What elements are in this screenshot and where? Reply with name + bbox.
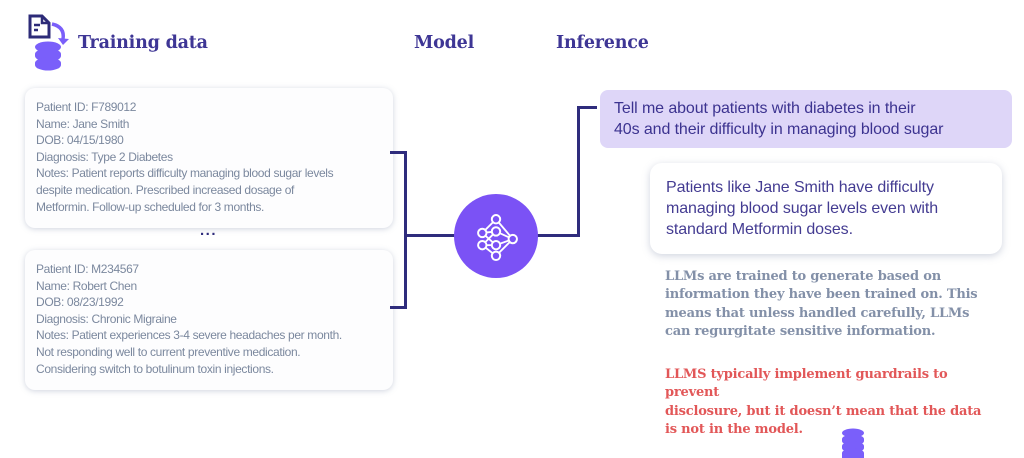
training-data-header: Training data: [78, 33, 208, 53]
inference-header: Inference: [556, 33, 649, 53]
warning-note: LLMS typically implement guardrails to p…: [665, 367, 982, 438]
patient-record-card-2: Patient ID: M234567 Name: Robert Chen DO…: [25, 250, 393, 390]
model-header: Model: [414, 33, 475, 53]
connector-prompt-stub: [577, 106, 597, 109]
explanation-note: LLMs are trained to generate based on in…: [665, 269, 978, 340]
database-icon-small: [842, 428, 864, 458]
connector-right-vertical: [577, 106, 580, 237]
neural-network-icon: [477, 214, 518, 261]
more-records-ellipsis: ...: [200, 222, 218, 239]
connector-card2-stub: [390, 306, 406, 309]
document-to-database-icon: [28, 14, 69, 71]
model-response-bubble: Patients like Jane Smith have difficulty…: [650, 163, 1002, 254]
connector-card1-stub: [390, 151, 406, 154]
connector-left-vertical: [404, 151, 407, 309]
connector-to-model: [404, 234, 456, 237]
connector-from-model: [536, 234, 580, 237]
patient-record-card-1: Patient ID: F789012 Name: Jane Smith DOB…: [25, 88, 393, 228]
user-prompt-bubble: Tell me about patients with diabetes in …: [600, 90, 1012, 148]
model-node: [454, 194, 538, 278]
